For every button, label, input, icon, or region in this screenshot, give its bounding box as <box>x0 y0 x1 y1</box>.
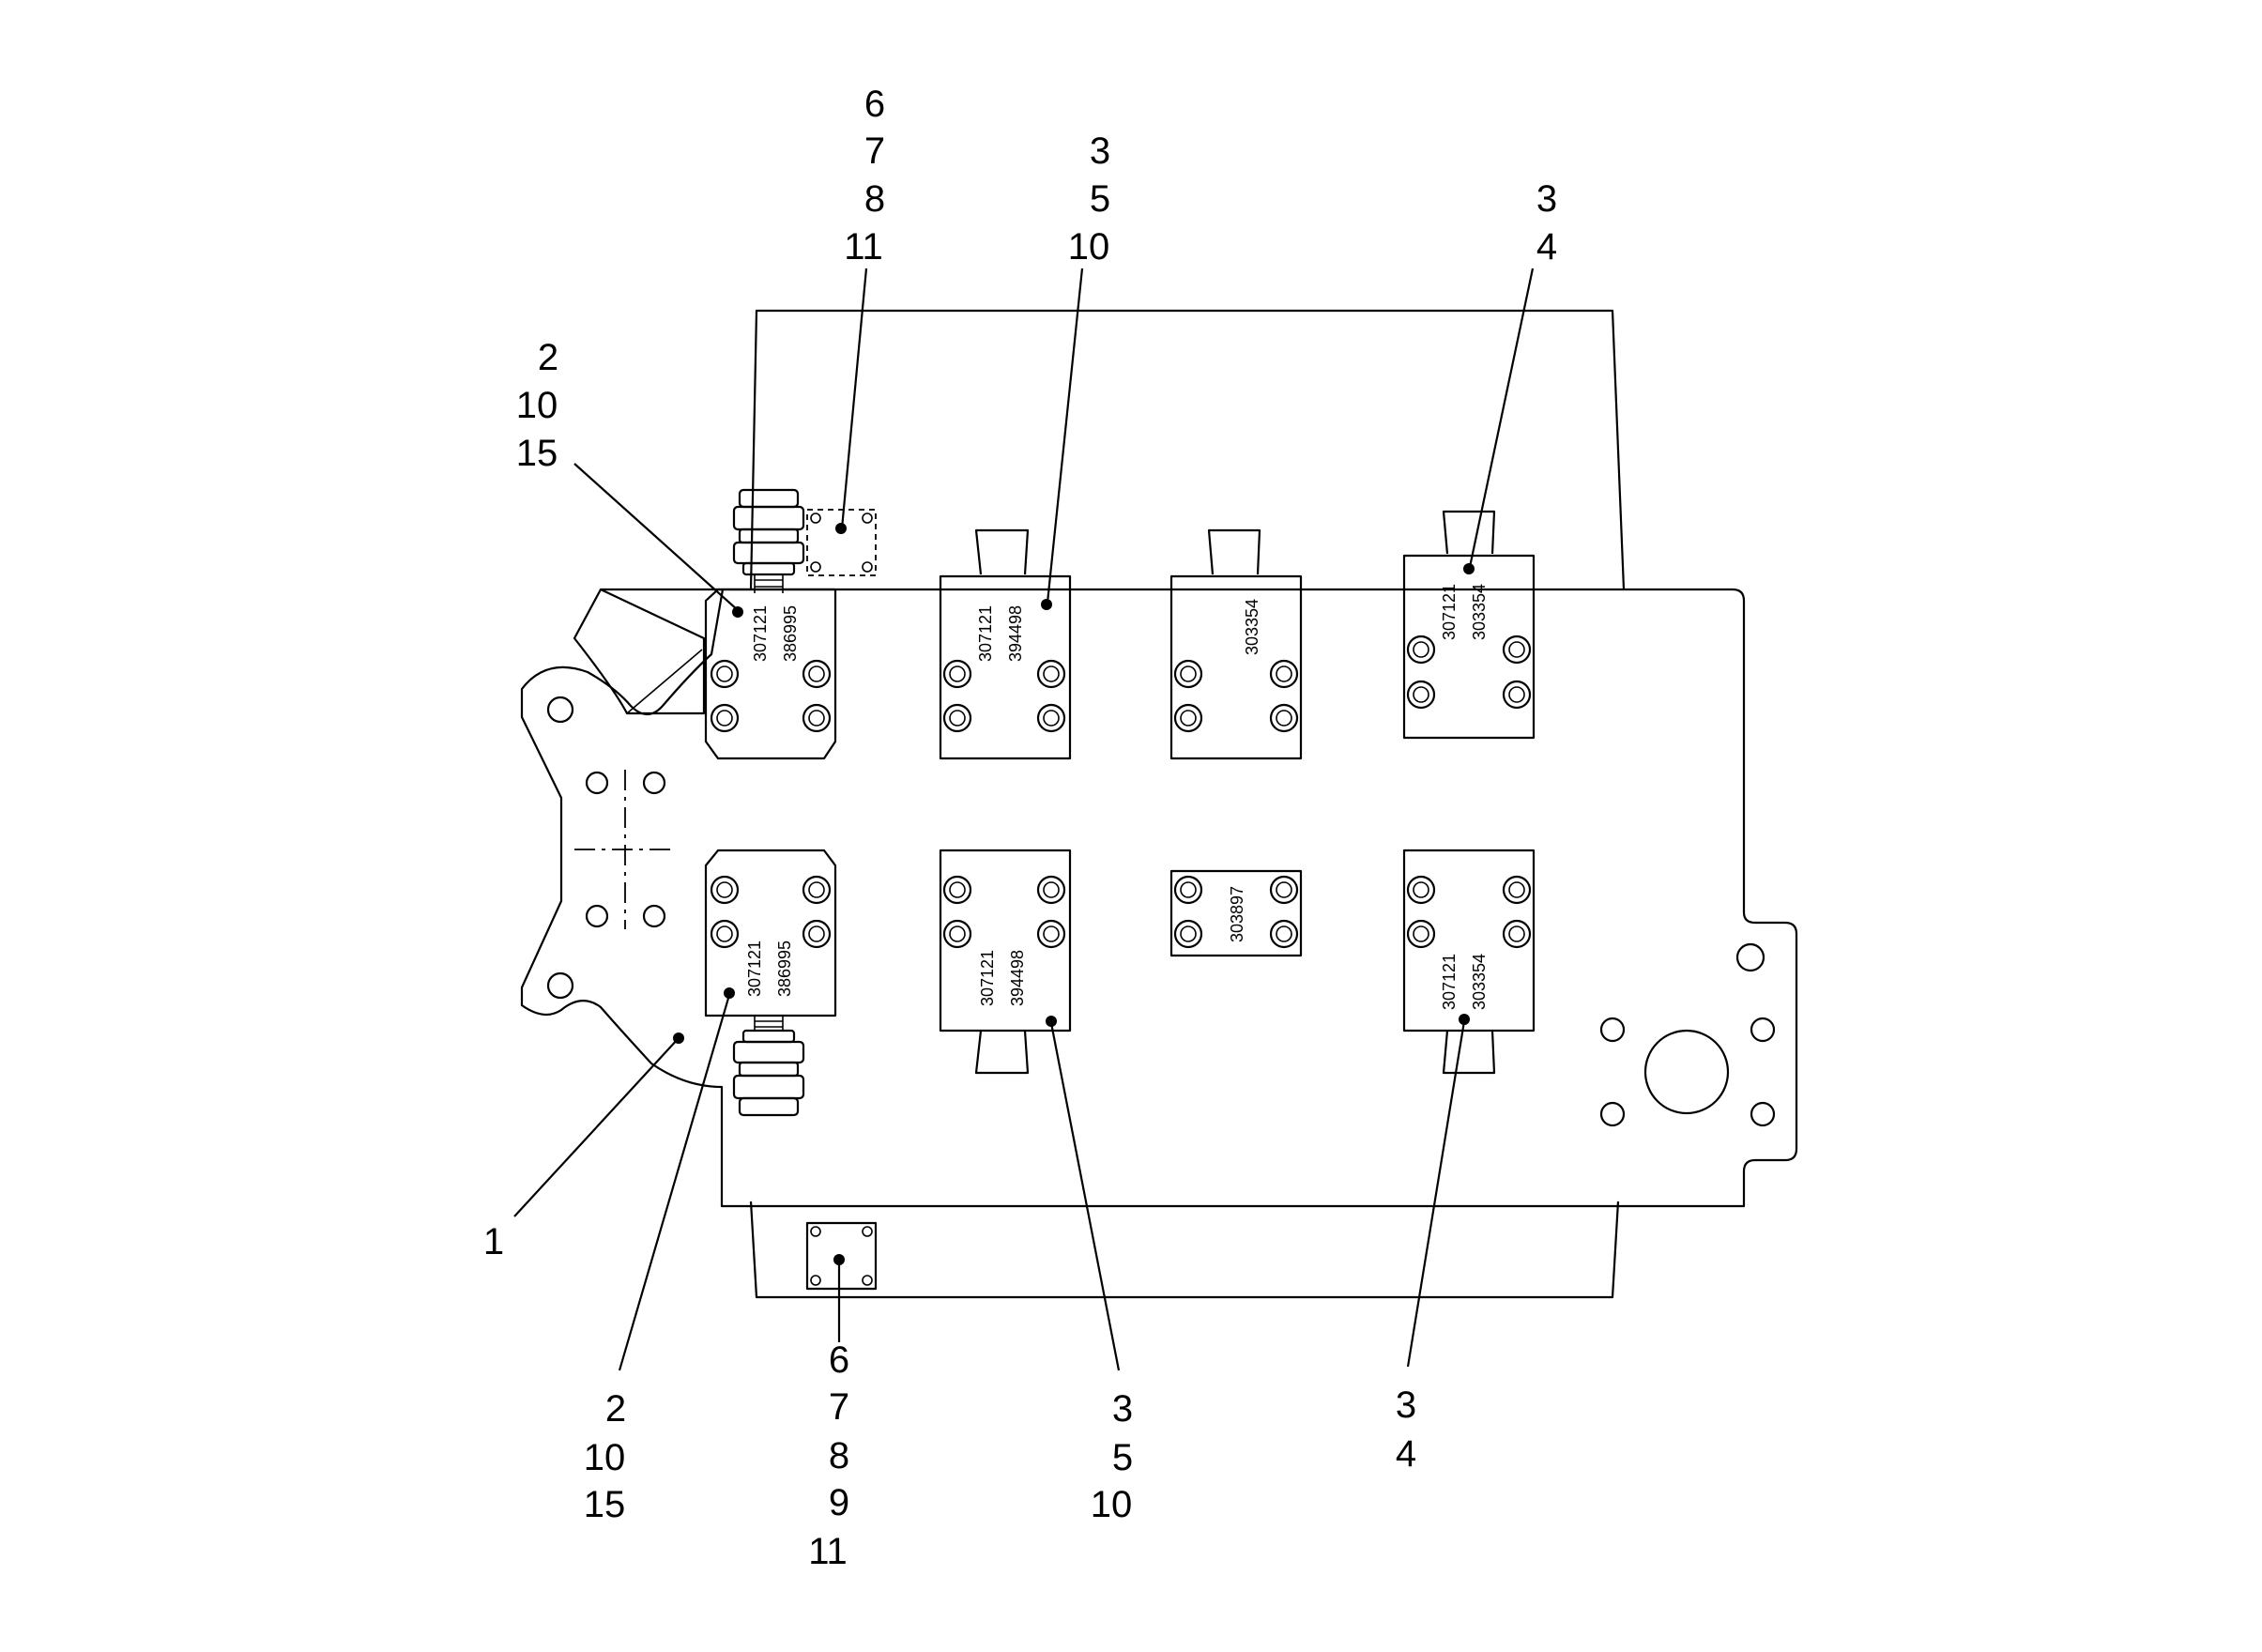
leader-dot <box>835 523 847 534</box>
callout-number: 11 <box>844 226 883 268</box>
valve-block-bottom-1 <box>704 849 837 1017</box>
callout-number: 3 <box>1536 178 1557 220</box>
callout-number: 6 <box>864 84 885 125</box>
leader-line <box>1468 268 1535 568</box>
part-number: 307121 <box>745 941 764 997</box>
callout-number: 5 <box>1090 178 1110 220</box>
right-mount-hole <box>1599 1101 1626 1127</box>
upper-cover-plate <box>806 509 877 576</box>
callout-number: 5 <box>1112 1437 1133 1478</box>
valve-block-top-4 <box>1402 510 1536 740</box>
left-bracket-edge <box>626 649 703 714</box>
callout-number: 10 <box>584 1437 626 1478</box>
leader-line <box>1049 1022 1121 1371</box>
part-number: 307121 <box>1440 584 1459 640</box>
callout-number: 2 <box>605 1388 626 1430</box>
manifold-body <box>520 588 1798 1208</box>
callout-number: 3 <box>1396 1384 1416 1426</box>
valve-block-bottom-2 <box>939 849 1072 1075</box>
lower-cover-plate <box>805 1221 878 1291</box>
flange-hole <box>546 971 574 1000</box>
part-number: 394498 <box>1006 605 1025 662</box>
callout-group-top-fitting: 6 7 8 11 <box>844 84 885 268</box>
flange-hole <box>642 904 666 928</box>
right-mount-hole <box>1599 1017 1626 1043</box>
leader-dot <box>724 987 735 999</box>
callout-group-bottom-left-port: 2 10 15 <box>584 1388 626 1525</box>
part-number: 303354 <box>1470 584 1489 640</box>
right-mount-hole <box>1750 1017 1776 1043</box>
leader-dot <box>1046 1016 1057 1027</box>
lower-fitting-stack <box>732 1016 805 1117</box>
callout-group-top-valve-4: 3 4 <box>1536 178 1557 268</box>
part-number: 394498 <box>1008 950 1027 1006</box>
flange-hole <box>585 771 609 795</box>
callout-group-top-left-port: 2 10 15 <box>516 337 558 474</box>
leader-dot <box>1041 599 1052 610</box>
part-number: 307121 <box>1440 954 1459 1010</box>
callout-number: 4 <box>1396 1433 1416 1475</box>
flange-hole <box>642 771 666 795</box>
upper-fitting-stack <box>732 488 805 593</box>
part-number: 307121 <box>751 605 770 662</box>
callout-number: 3 <box>1112 1388 1133 1430</box>
part-number: 303354 <box>1470 954 1489 1010</box>
right-port-large <box>1643 1029 1730 1115</box>
leader-dot <box>673 1032 684 1044</box>
leader-line <box>618 994 731 1371</box>
valve-block-top-2 <box>939 528 1072 760</box>
callout-number: 4 <box>1536 226 1557 268</box>
leader-line <box>573 463 739 611</box>
flange-hole <box>546 696 574 724</box>
callout-number: 3 <box>1090 130 1110 172</box>
part-number: 303897 <box>1228 886 1246 942</box>
callout-number: 2 <box>538 337 558 378</box>
callout-number: 6 <box>829 1339 849 1381</box>
callout-number: 7 <box>829 1386 849 1428</box>
right-mount-hole <box>1735 942 1765 972</box>
callout-number: 8 <box>864 178 885 220</box>
part-number: 307121 <box>976 605 995 662</box>
callout-group-top-valve-2: 3 5 10 <box>1068 130 1110 268</box>
valve-block-bottom-4 <box>1402 849 1536 1075</box>
right-mount-hole <box>1750 1101 1776 1127</box>
callout-number: 10 <box>516 385 558 426</box>
rear-housing-lower <box>749 1201 1620 1299</box>
callout-group-bottom-fitting: 6 7 8 9 11 <box>808 1339 849 1572</box>
callout-group-bottom-valve-2: 3 5 10 <box>1091 1388 1133 1525</box>
part-number: 386995 <box>775 941 794 997</box>
callout-number: 10 <box>1091 1484 1133 1525</box>
callout-number: 15 <box>584 1484 626 1525</box>
valve-block-top-3 <box>1169 528 1303 760</box>
left-bracket <box>573 588 706 715</box>
callout-number: 7 <box>864 130 885 172</box>
leader-line <box>513 1037 680 1217</box>
part-number: 386995 <box>781 605 800 662</box>
callout-number: 8 <box>829 1435 849 1476</box>
valve-block-bottom-3 <box>1169 869 1303 957</box>
valve-block-top-1 <box>704 588 837 760</box>
leader-dot <box>1459 1014 1470 1025</box>
part-number: 303354 <box>1243 599 1261 655</box>
callout-number: 9 <box>829 1482 849 1523</box>
callout-number: 10 <box>1068 226 1110 268</box>
callout-number: 15 <box>516 433 558 474</box>
callout-group-bottom-valve-4: 3 4 <box>1396 1384 1416 1475</box>
part-number: 307121 <box>978 950 997 1006</box>
leader-line <box>1406 1020 1466 1368</box>
leader-line <box>1046 268 1084 604</box>
leader-dot <box>732 606 743 618</box>
rear-housing-upper <box>749 309 1626 590</box>
callout-number: 11 <box>808 1531 848 1572</box>
callout-number: 1 <box>483 1221 504 1262</box>
leader-line <box>840 268 868 529</box>
leader-dot <box>833 1254 845 1265</box>
callout-group-body: 1 <box>483 1221 504 1262</box>
leader-dot <box>1463 563 1475 574</box>
flange-hole <box>585 904 609 928</box>
